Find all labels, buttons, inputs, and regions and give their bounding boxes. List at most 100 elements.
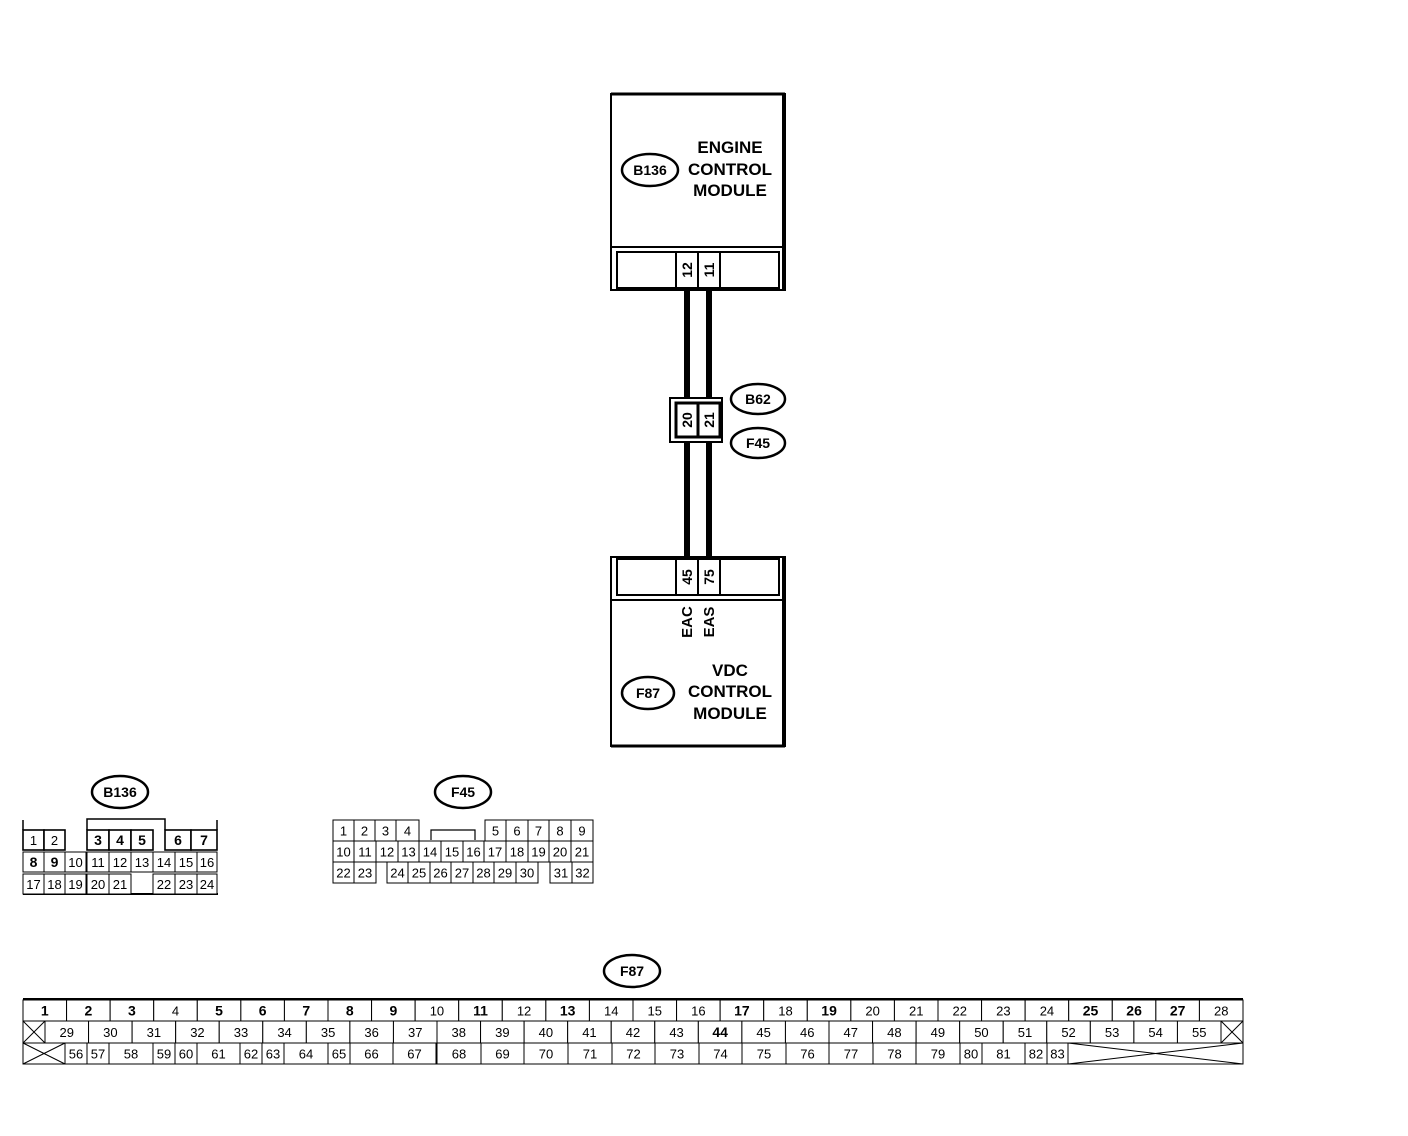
f87-pin-cell: 69 xyxy=(480,1042,525,1065)
b136-pin-cell: 11 xyxy=(86,851,110,873)
f87-pin-cell: 4 xyxy=(153,999,198,1022)
f45-pin-cell: 22 xyxy=(332,861,355,884)
f45-pin-number: 6 xyxy=(513,824,520,839)
f87-pin-number: 17 xyxy=(734,1003,750,1019)
f87-pin-number: 11 xyxy=(473,1003,488,1019)
f87-pin-cell: 55 xyxy=(1176,1020,1222,1044)
f45-pin-number: 11 xyxy=(358,845,372,860)
f87-pin-number: 3 xyxy=(128,1003,136,1019)
f45-pin-number: 5 xyxy=(492,824,499,839)
f87-pin-number: 21 xyxy=(909,1004,923,1019)
f87-pin-number: 32 xyxy=(190,1025,204,1040)
b136-pin-cell: 20 xyxy=(86,873,110,895)
f87-pin-number: 12 xyxy=(517,1004,531,1019)
b136-pin-number: 11 xyxy=(91,855,105,870)
f45-pin-cell: 7 xyxy=(527,819,550,842)
f87-pin-cell: 74 xyxy=(698,1042,743,1065)
b136-pin-cell: 8 xyxy=(22,851,45,873)
f87-pin-number: 64 xyxy=(299,1047,313,1062)
f87-pin-cell: 3 xyxy=(109,999,155,1022)
f87-pin-cell: 31 xyxy=(131,1020,177,1044)
f87-pin-number: 77 xyxy=(844,1047,858,1062)
f87-pin-cell: 14 xyxy=(588,999,634,1022)
f87-pin-number: 54 xyxy=(1148,1025,1162,1040)
f87-pin-cell: 79 xyxy=(915,1042,961,1065)
b136-pin-cell: 1 xyxy=(22,829,45,851)
ecm-connector-tag: B136 xyxy=(633,162,667,178)
f45-pin-cell: 23 xyxy=(353,861,377,884)
b136-pin-number: 15 xyxy=(179,855,193,870)
b136-pin-cell: 7 xyxy=(190,829,218,851)
f87-pin-cell: 49 xyxy=(915,1020,961,1044)
f87-pin-number: 31 xyxy=(147,1025,161,1040)
f87-pin-cell: 72 xyxy=(611,1042,656,1065)
b136-pin-cell: 13 xyxy=(130,851,154,873)
f87-pin-cell: 44 xyxy=(697,1020,743,1044)
f45-pin-number: 20 xyxy=(553,845,567,860)
vdc-signal-eac: EAC xyxy=(679,606,696,638)
f87-view-label: F87 xyxy=(620,963,644,979)
harness-wires xyxy=(684,290,712,557)
f87-pin-cell: 24 xyxy=(1024,999,1070,1022)
b136-pin-cell: 3 xyxy=(86,829,110,851)
f87-pin-number: 22 xyxy=(953,1004,967,1019)
f45-pin-number: 32 xyxy=(575,866,589,881)
f87-pin-cell: 8 xyxy=(327,999,373,1022)
f87-pin-cell: 9 xyxy=(371,999,416,1022)
f87-pin-cell: 2 xyxy=(66,999,111,1022)
b136-pin-number: 9 xyxy=(51,854,59,870)
f45-pin-cell: 11 xyxy=(353,840,377,863)
f87-pin-number: 81 xyxy=(996,1047,1010,1062)
f45-pin-cell: 8 xyxy=(548,819,572,842)
f87-pin-number: 25 xyxy=(1083,1003,1099,1019)
f45-pin-cell: 12 xyxy=(375,840,399,863)
f45-pin-number: 8 xyxy=(556,824,563,839)
f87-pin-number: 4 xyxy=(172,1004,179,1019)
f87-pin-cell: 17 xyxy=(719,999,765,1022)
f87-pin-number: 80 xyxy=(964,1047,978,1062)
f87-pin-cell: 43 xyxy=(654,1020,699,1044)
f87-pin-number: 37 xyxy=(408,1025,422,1040)
b136-pin-cell: 18 xyxy=(43,873,66,895)
f87-pin-number: 46 xyxy=(800,1025,814,1040)
f45-pin-number: 27 xyxy=(455,866,469,881)
f87-pin-cell: 13 xyxy=(545,999,590,1022)
f45-pin-number: 23 xyxy=(358,866,372,881)
b136-pin-number: 10 xyxy=(68,855,82,870)
b136-pin-number: 2 xyxy=(51,833,58,848)
f87-pin-cell: 66 xyxy=(349,1042,394,1065)
f87-pin-cell: 32 xyxy=(175,1020,220,1044)
f87-pin-number: 5 xyxy=(215,1003,223,1019)
f87-blocked-cavity-left-bottom xyxy=(22,1042,66,1065)
vdc-title-line3: MODULE xyxy=(693,704,767,723)
f87-pin-number: 36 xyxy=(364,1025,378,1040)
f87-pin-number: 7 xyxy=(302,1003,310,1019)
f87-pin-number: 75 xyxy=(757,1047,771,1062)
f45-pin-number: 16 xyxy=(466,845,480,860)
f87-pin-number: 13 xyxy=(560,1003,576,1019)
ecm-pin-11: 11 xyxy=(701,262,717,277)
f45-pin-cell: 31 xyxy=(549,861,573,884)
f45-view-label: F45 xyxy=(451,784,475,800)
f45-pin-number: 31 xyxy=(554,866,568,881)
joint-tag-b62: B62 xyxy=(745,391,771,407)
f45-pin-cell: 20 xyxy=(548,840,572,863)
f45-pin-number: 15 xyxy=(445,845,459,860)
f45-pin-number: 10 xyxy=(336,845,350,860)
f87-pin-cell: 28 xyxy=(1198,999,1244,1022)
vdc-title-line1: VDC xyxy=(712,661,748,680)
f87-pin-cell: 39 xyxy=(480,1020,525,1044)
f87-pin-cell: 62 xyxy=(239,1042,263,1065)
f87-pin-cell: 30 xyxy=(88,1020,133,1044)
f87-pin-cell: 83 xyxy=(1046,1042,1069,1065)
f87-pin-number: 14 xyxy=(604,1004,618,1019)
f87-pin-number: 29 xyxy=(60,1025,74,1040)
f87-pin-cell: 59 xyxy=(152,1042,176,1065)
f87-pin-number: 61 xyxy=(211,1047,225,1062)
f87-pin-number: 70 xyxy=(539,1047,553,1062)
f87-blocked-cavity-left-top xyxy=(22,1020,46,1044)
joint-connector: 20 21 B62 F45 xyxy=(669,382,787,460)
b136-pin-number: 8 xyxy=(30,854,38,870)
f45-pin-number: 18 xyxy=(510,845,524,860)
